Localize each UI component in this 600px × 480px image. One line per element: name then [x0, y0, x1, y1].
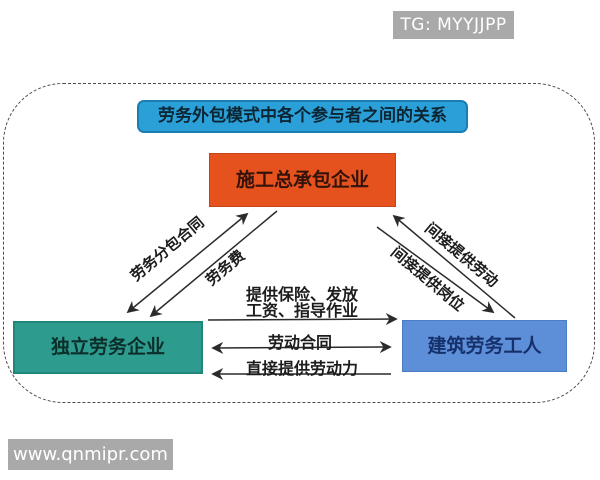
arrow-insurance-wages [207, 313, 398, 326]
label-insurance-wages: 提供保险、发放 工资、指导作业 [213, 287, 391, 319]
diagram-title: 劳务外包模式中各个参与者之间的关系 [137, 100, 468, 133]
label-insurance-line2: 工资、指导作业 [245, 301, 358, 320]
label-insurance-line1: 提供保险、发放 [245, 285, 358, 304]
arrow-labor-fee [149, 210, 278, 318]
arrow-labor-subcontract [126, 212, 249, 314]
arrow-indirect-labor [392, 214, 516, 319]
site-watermark: www.qnmipr.com [8, 439, 173, 470]
node-construction-workers: 建筑劳务工人 [402, 320, 567, 372]
arrow-labor-contract [211, 341, 392, 354]
label-labor-contract: 劳动合同 [267, 333, 332, 352]
node-general-contractor: 施工总承包企业 [209, 153, 396, 207]
label-direct-labor: 直接提供劳动力 [245, 359, 358, 378]
tg-badge: TG: MYYJJPP [393, 11, 514, 39]
arrow-indirect-jobs [376, 226, 495, 314]
node-independent-labor-company: 独立劳务企业 [13, 321, 203, 374]
diagram-frame [3, 83, 595, 403]
